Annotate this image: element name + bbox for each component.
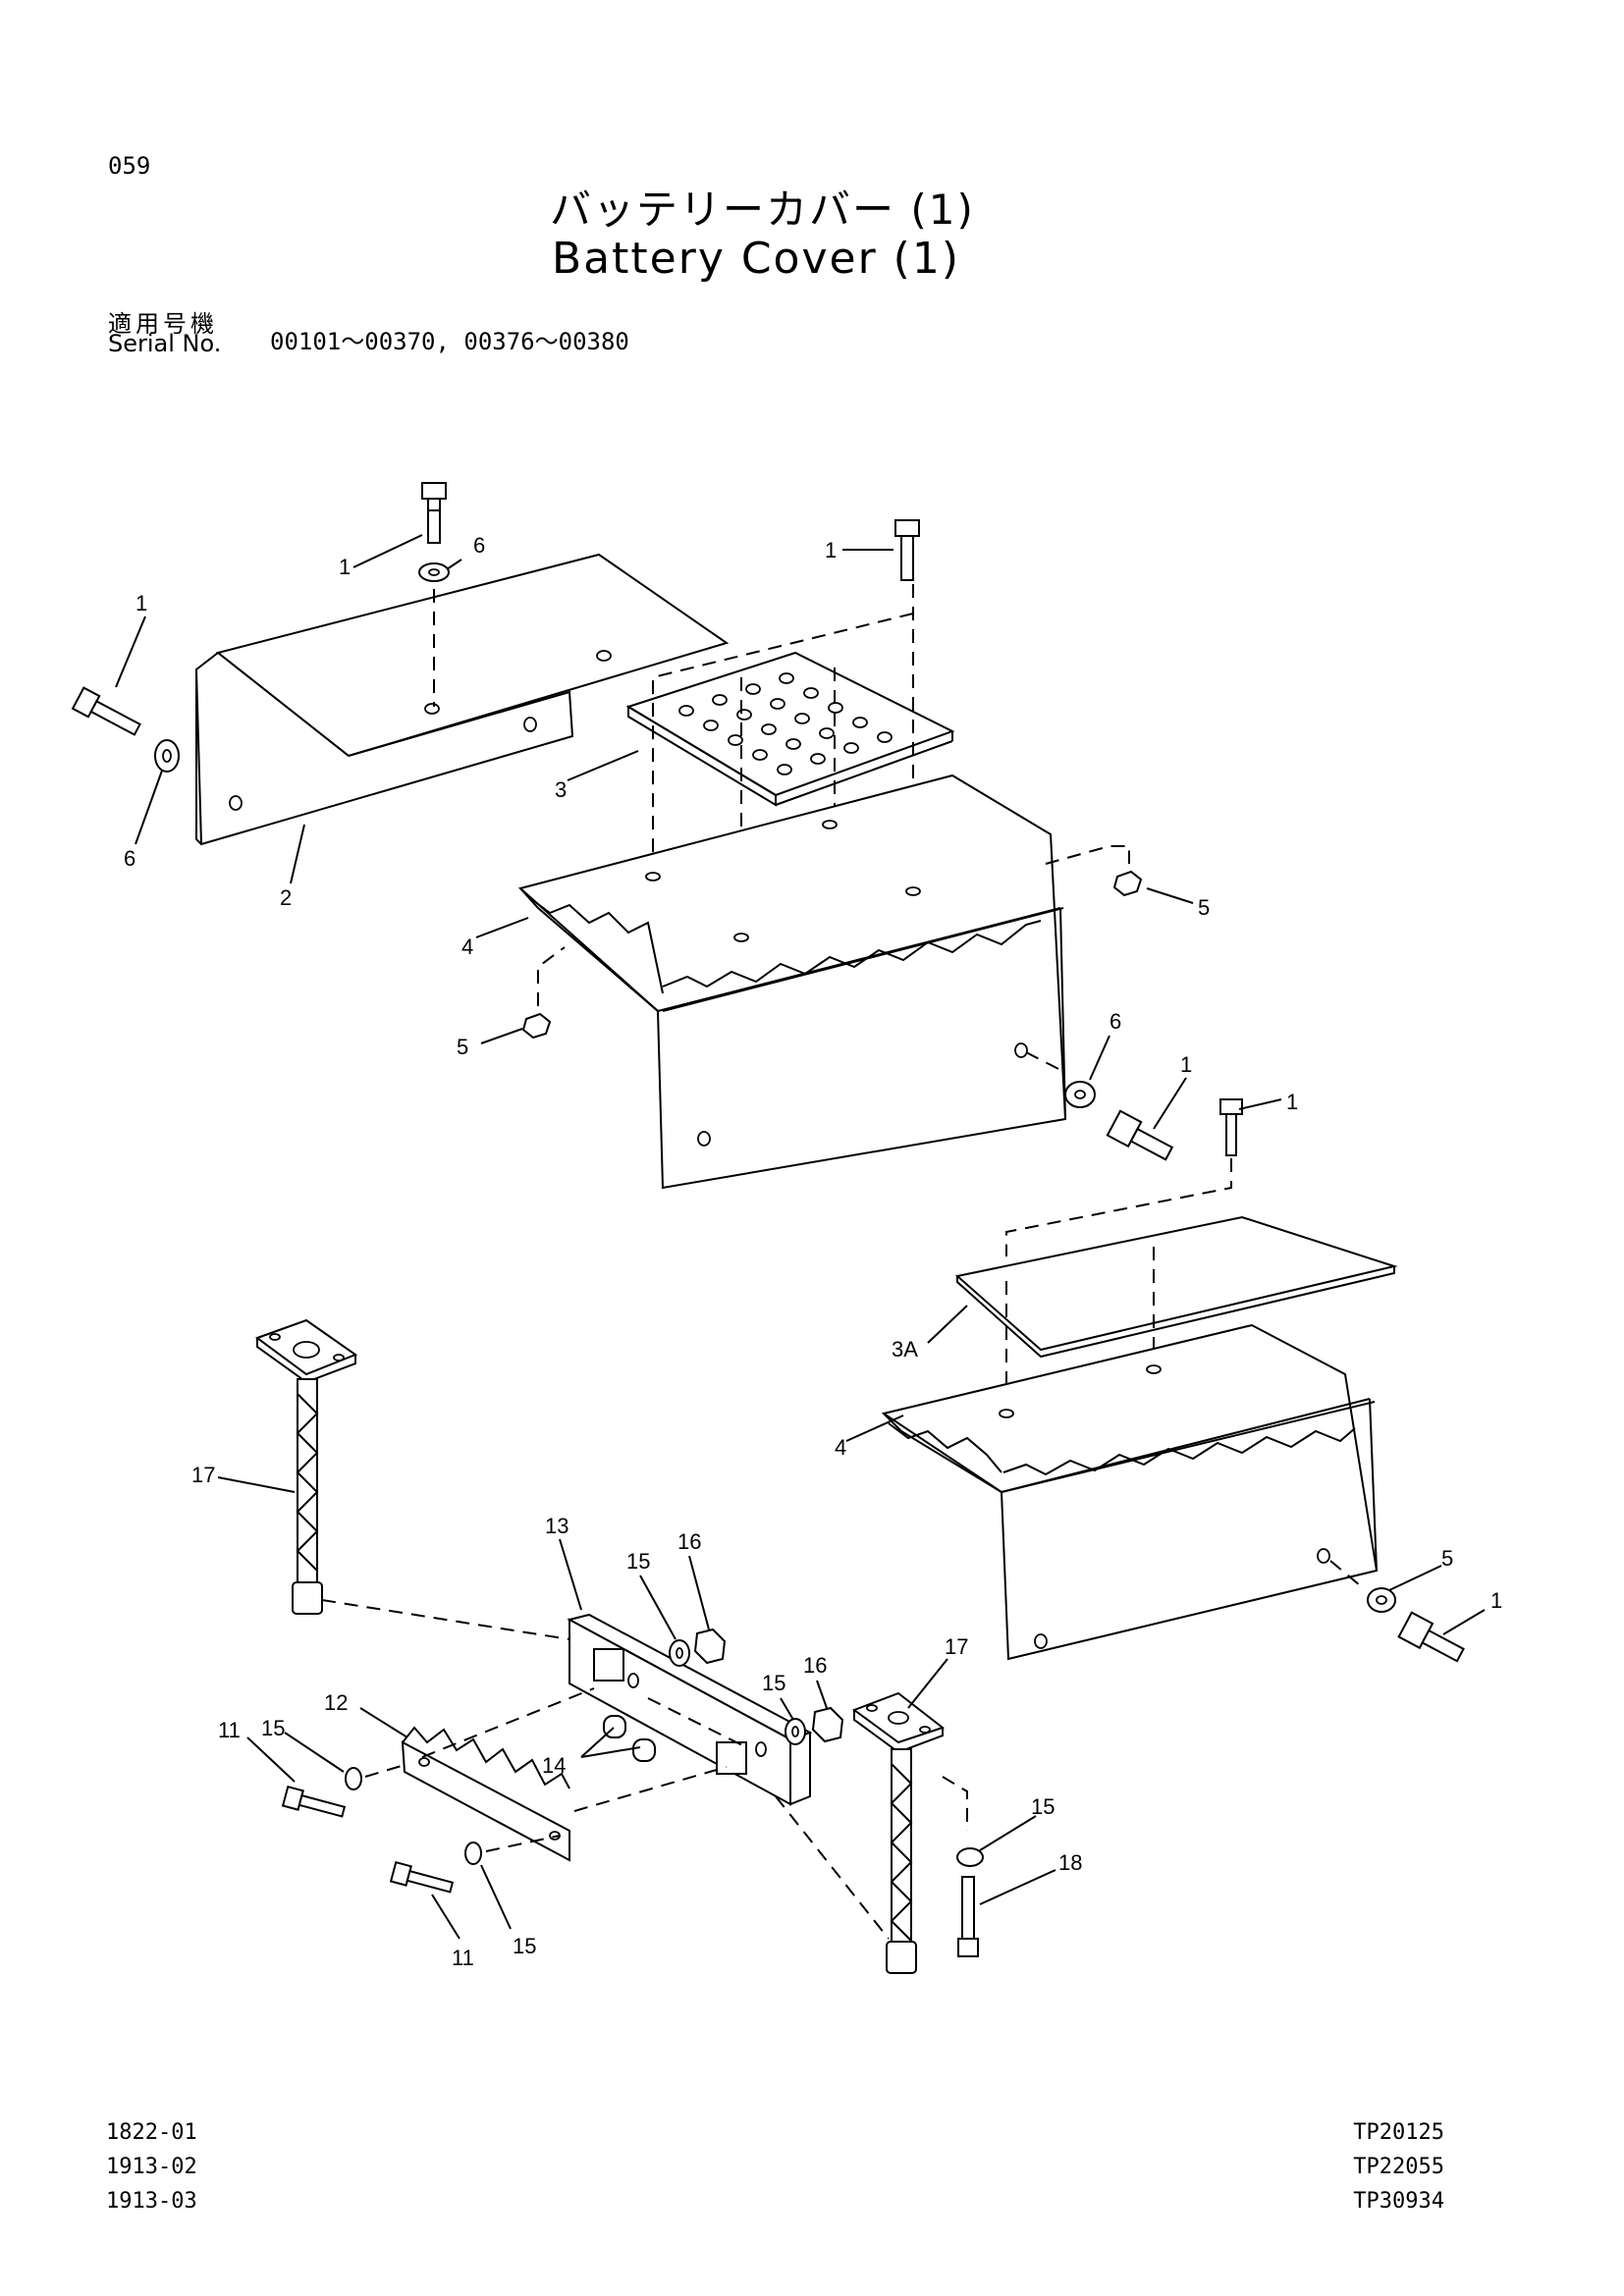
leader-lines: [115, 534, 1486, 1940]
part-4-step-cover-lower: [881, 1323, 1379, 1661]
callout-1: 1: [1286, 1090, 1298, 1114]
footer-code: TP22055: [1353, 2155, 1444, 2179]
perforation-hole: [843, 742, 859, 754]
serial-range: 00101～00370, 00376～00380: [270, 328, 629, 355]
callout-15: 15: [762, 1671, 785, 1695]
page-title: Battery Cover (1): [552, 234, 960, 284]
part-17-rod-left: [254, 1318, 358, 1615]
callout-1: 1: [1180, 1052, 1192, 1077]
callout-6: 6: [1110, 1009, 1121, 1034]
callout-2: 2: [280, 885, 292, 910]
callout-1: 1: [339, 555, 351, 579]
serial-label-japanese: 適用号機: [108, 310, 218, 338]
footer-code: 1822-01: [106, 2120, 197, 2145]
callout-11: 11: [218, 1718, 241, 1742]
perforation-hole: [678, 705, 694, 717]
callout-15: 15: [261, 1716, 285, 1740]
washer-icon: [464, 1842, 482, 1865]
part-2-cover-bracket: [195, 553, 730, 846]
footer-left-codes: 1822-01 1913-02 1913-03: [106, 2115, 197, 2218]
nut-icon: [521, 1012, 552, 1040]
perforation-holes: [678, 672, 893, 775]
serial-label: Serial No.: [108, 330, 222, 357]
page-number: 059: [108, 152, 151, 180]
bolt-icon: [1219, 1098, 1243, 1156]
footer-code: TP30934: [1353, 2189, 1444, 2214]
part-12-toothed-strip: [401, 1726, 570, 1862]
callout-5: 5: [457, 1035, 468, 1059]
callout-4: 4: [835, 1435, 846, 1460]
callout-1: 1: [135, 591, 147, 615]
callout-13: 13: [545, 1514, 568, 1538]
footer-code: 1913-02: [106, 2155, 197, 2179]
perforation-hole: [794, 713, 810, 724]
part-4-step-cover-upper: [517, 774, 1067, 1190]
callout-11: 11: [452, 1946, 474, 1970]
bolt-icon: [389, 1860, 455, 1894]
callout-3A: 3A: [892, 1337, 918, 1362]
callout-4: 4: [461, 934, 473, 959]
perforation-hole: [770, 698, 785, 710]
perforation-hole: [828, 702, 843, 714]
perforation-hole: [785, 738, 801, 750]
bolt-icon: [281, 1785, 347, 1818]
nut-icon: [693, 1628, 727, 1665]
callout-17: 17: [191, 1463, 215, 1487]
callout-17: 17: [945, 1634, 968, 1659]
perforation-hole: [728, 734, 743, 746]
perforation-hole: [712, 694, 728, 706]
part-13-bracket: [567, 1613, 813, 1806]
nut-icon: [811, 1706, 844, 1743]
perforation-hole: [819, 727, 835, 739]
washer-icon: [345, 1767, 362, 1790]
callout-15: 15: [626, 1549, 650, 1574]
perforation-hole: [810, 753, 826, 765]
footer-code: 1913-03: [106, 2189, 197, 2214]
footer-right-codes: TP20125 TP22055 TP30934: [1353, 2115, 1444, 2218]
callout-5: 5: [1441, 1546, 1453, 1571]
perforation-hole: [779, 672, 794, 684]
perforation-hole: [761, 723, 777, 735]
callout-6: 6: [473, 533, 485, 558]
part-17-rod-right: [851, 1691, 946, 1974]
bolt-icon: [421, 482, 447, 544]
bolt-icon: [1106, 1109, 1174, 1161]
part-3-perforated-plate: [625, 651, 955, 807]
perforation-hole: [852, 717, 868, 728]
bolt-icon: [1397, 1611, 1465, 1663]
callout-5: 5: [1198, 895, 1210, 920]
callout-14: 14: [542, 1753, 566, 1778]
callout-16: 16: [803, 1653, 827, 1678]
perforation-hole: [803, 687, 819, 699]
bolt-icon: [71, 686, 141, 736]
callout-1: 1: [1490, 1588, 1502, 1613]
callout-18: 18: [1058, 1850, 1082, 1875]
callout-15: 15: [513, 1934, 536, 1958]
perforation-hole: [877, 731, 893, 743]
callout-12: 12: [324, 1690, 348, 1715]
callout-3: 3: [555, 777, 567, 802]
part-3A-plain-plate: [954, 1215, 1398, 1359]
nut-icon: [1112, 870, 1143, 897]
callout-16: 16: [677, 1529, 701, 1554]
washer-icon: [956, 1847, 984, 1867]
perforation-hole: [736, 709, 752, 721]
page-title-japanese: バッテリーカバー (1): [550, 186, 975, 234]
bolt-icon: [894, 519, 920, 581]
callout-15: 15: [1031, 1794, 1055, 1819]
perforation-hole: [703, 720, 719, 731]
spacer-icon: [632, 1738, 656, 1762]
callout-labels: 1 6 1 1 6 2 3 4 5 5 6 1 1 3A 4 5 1 17 13…: [124, 533, 1502, 1970]
perforation-hole: [752, 749, 768, 761]
perforation-hole: [745, 683, 761, 695]
callout-6: 6: [124, 846, 135, 871]
bolt-icon: [957, 1876, 979, 1957]
footer-code: TP20125: [1353, 2120, 1444, 2145]
callout-1: 1: [825, 538, 837, 562]
perforation-hole: [777, 764, 792, 775]
